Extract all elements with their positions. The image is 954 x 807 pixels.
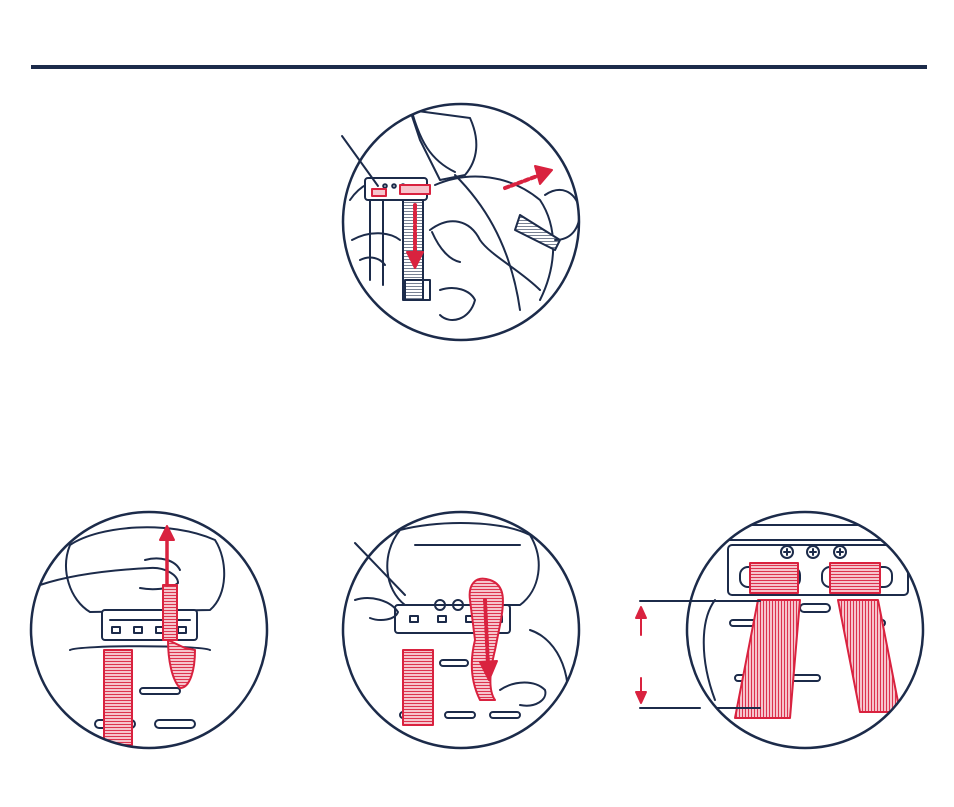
step-2-illustration xyxy=(31,512,267,748)
step-3-illustration xyxy=(343,512,579,748)
step-1-illustration xyxy=(342,104,580,340)
step-4-illustration xyxy=(636,512,925,748)
